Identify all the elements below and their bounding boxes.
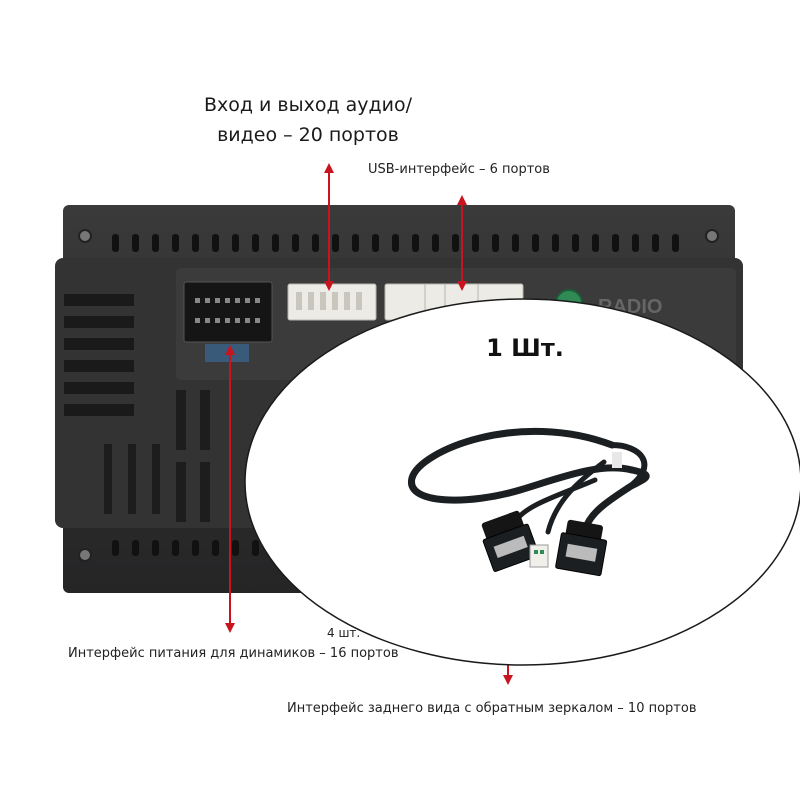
av-connector [287,283,377,321]
lower-ribs [104,390,210,522]
screw-icon [705,229,719,243]
screw-icon [78,548,92,562]
screw-icon [78,229,92,243]
usb-interface-label: USB-интерфейс – 6 портов [368,162,550,177]
rear-view-interface-label: Интерфейс заднего вида с обратным зеркал… [287,701,697,716]
speaker-interface-label: Интерфейс питания для динамиков – 16 пор… [68,646,399,661]
av-interface-title: Вход и выход аудио/ видео – 20 портов [168,90,448,150]
top-vents [112,234,679,252]
av-title-line2: видео – 20 портов [217,124,399,146]
product-callout-ellipse [244,298,800,666]
usb-cable-icon [408,427,650,577]
bottom-vents [112,540,259,556]
av-title-line1: Вход и выход аудио/ [203,94,413,116]
four-pieces-label: 4 шт. [327,626,361,640]
quantity-label: 1 Шт. [486,334,564,362]
side-vents [64,294,134,416]
